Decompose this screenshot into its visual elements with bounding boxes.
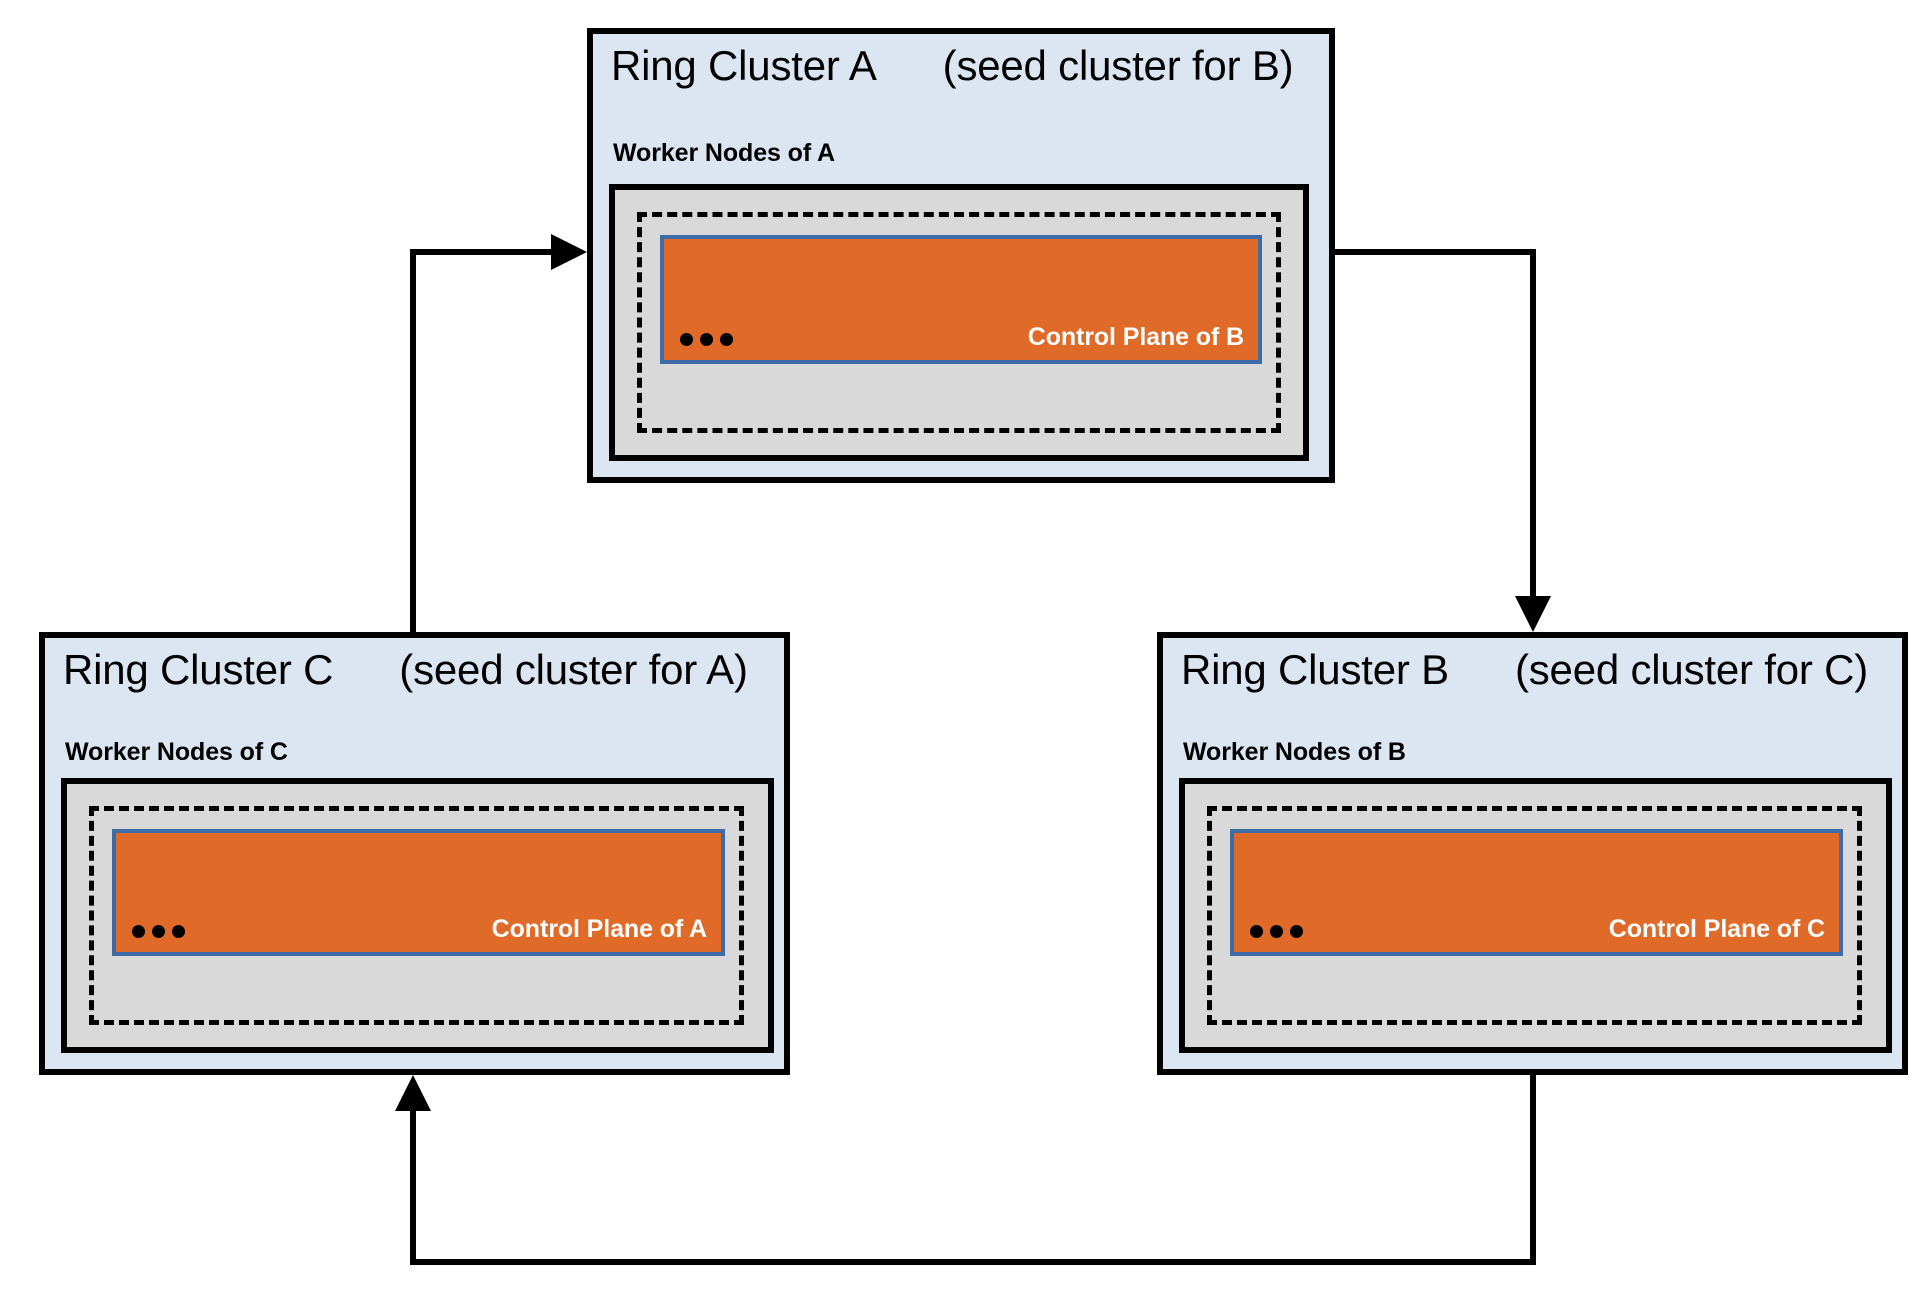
cluster-c-worker-nodes-label: Worker Nodes of C [65, 738, 288, 766]
cluster-a-control-plane-label: Control Plane of B [1027, 323, 1244, 351]
cluster-a-seed-note: (seed cluster for B) [942, 42, 1294, 89]
arrow-b-to-c [395, 1075, 1536, 1265]
cluster-a-dashed-boundary: Control Plane of B [637, 212, 1281, 433]
cluster-a-control-plane[interactable]: Control Plane of B [660, 235, 1262, 364]
arrow-a-to-b [1335, 249, 1551, 632]
cluster-c-name: Ring Cluster C [63, 646, 334, 693]
cluster-b-seed-note: (seed cluster for C) [1514, 646, 1869, 693]
cluster-b-dashed-boundary: Control Plane of C [1207, 806, 1862, 1025]
cluster-b-worker-box: Control Plane of C [1179, 778, 1892, 1053]
cluster-b-name: Ring Cluster B [1181, 646, 1449, 693]
cluster-a-worker-box: Control Plane of B [609, 184, 1309, 461]
cluster-c-dashed-boundary: Control Plane of A [89, 806, 744, 1025]
arrowhead-into-cluster-b [1515, 596, 1551, 632]
arrow-c-to-a [410, 234, 587, 632]
cluster-panel-b[interactable]: Ring Cluster B (seed cluster for C) Worke… [1157, 632, 1908, 1075]
arrowhead-into-cluster-a [551, 234, 587, 270]
cluster-b-worker-nodes-label: Worker Nodes of B [1183, 738, 1406, 766]
cluster-c-control-plane-label: Control Plane of A [491, 915, 707, 943]
cluster-panel-c[interactable]: Ring Cluster C (seed cluster for A) Worke… [39, 632, 790, 1075]
cluster-b-ellipsis-dots [1250, 925, 1303, 938]
cluster-b-title: Ring Cluster B (seed cluster for C) [1181, 646, 1868, 694]
cluster-panel-a[interactable]: Ring Cluster A (seed cluster for B) Worke… [587, 28, 1335, 483]
cluster-c-ellipsis-dots [132, 925, 185, 938]
cluster-a-name: Ring Cluster A [611, 42, 877, 89]
cluster-c-control-plane[interactable]: Control Plane of A [112, 829, 725, 956]
cluster-c-worker-box: Control Plane of A [61, 778, 774, 1053]
cluster-a-ellipsis-dots [680, 333, 733, 346]
cluster-a-title: Ring Cluster A (seed cluster for B) [611, 42, 1294, 90]
cluster-c-title: Ring Cluster C (seed cluster for A) [63, 646, 748, 694]
cluster-b-control-plane[interactable]: Control Plane of C [1230, 829, 1843, 956]
cluster-a-worker-nodes-label: Worker Nodes of A [613, 139, 835, 167]
cluster-b-control-plane-label: Control Plane of C [1608, 915, 1825, 943]
cluster-c-seed-note: (seed cluster for A) [399, 646, 748, 693]
arrowhead-into-cluster-c [395, 1075, 431, 1111]
